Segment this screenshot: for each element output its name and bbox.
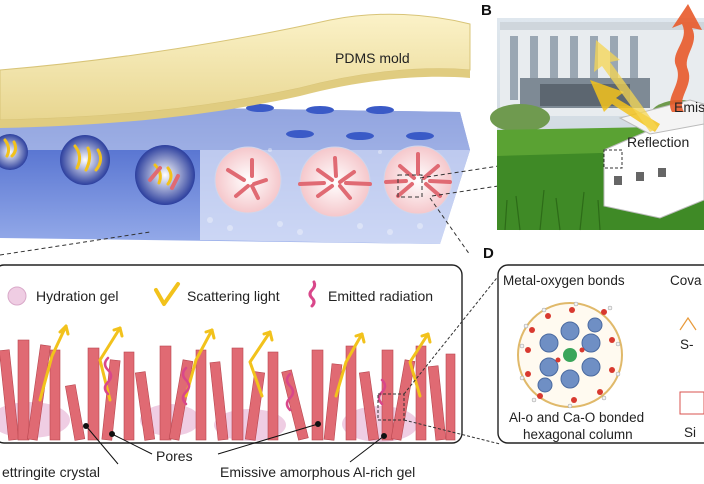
covalent-triangle-icon (679, 316, 697, 331)
callout-lines (83, 421, 387, 465)
atom-cluster (519, 301, 621, 409)
ettringite-label: ettringite crystal (2, 464, 101, 480)
side-fragment-2: Si (684, 425, 697, 440)
panel-a (0, 13, 471, 244)
emitted-radiation-label: Emitted radiation (328, 288, 434, 304)
panel-d (497, 264, 704, 444)
silicate-box (679, 391, 704, 415)
pdms-mold-label: PDMS mold (335, 50, 410, 66)
covalent-title-fragment: Cova (670, 273, 702, 288)
panel-d-letter: D (483, 245, 494, 262)
hydration-gel-icon (7, 286, 27, 306)
panel-b-photo (490, 4, 704, 231)
pores-row (0, 134, 453, 218)
caption-line-2: hexagonal column (523, 427, 633, 442)
radiation-squiggles (103, 356, 387, 412)
emission-arrow (670, 4, 702, 112)
side-fragment-1: S- (680, 337, 694, 352)
pores-label: Pores (156, 448, 193, 464)
water-arrows (3, 138, 173, 186)
panel-c (0, 264, 501, 465)
caption-line-1: Al-o and Ca-O bonded (509, 410, 645, 425)
emissive-gel-label: Emissive amorphous Al-rich gel (220, 464, 416, 480)
panel-b-letter: B (481, 2, 492, 19)
scattering-light-icon (154, 282, 180, 306)
hydration-gel-label: Hydration gel (36, 288, 119, 304)
crystal-clusters (148, 152, 452, 200)
scattering-light-label: Scattering light (187, 288, 280, 304)
emission-label: Emis (674, 99, 704, 115)
emitted-radiation-icon (308, 280, 317, 308)
reflection-label: Reflection (627, 134, 690, 150)
metal-oxygen-title: Metal-oxygen bonds (503, 273, 625, 288)
